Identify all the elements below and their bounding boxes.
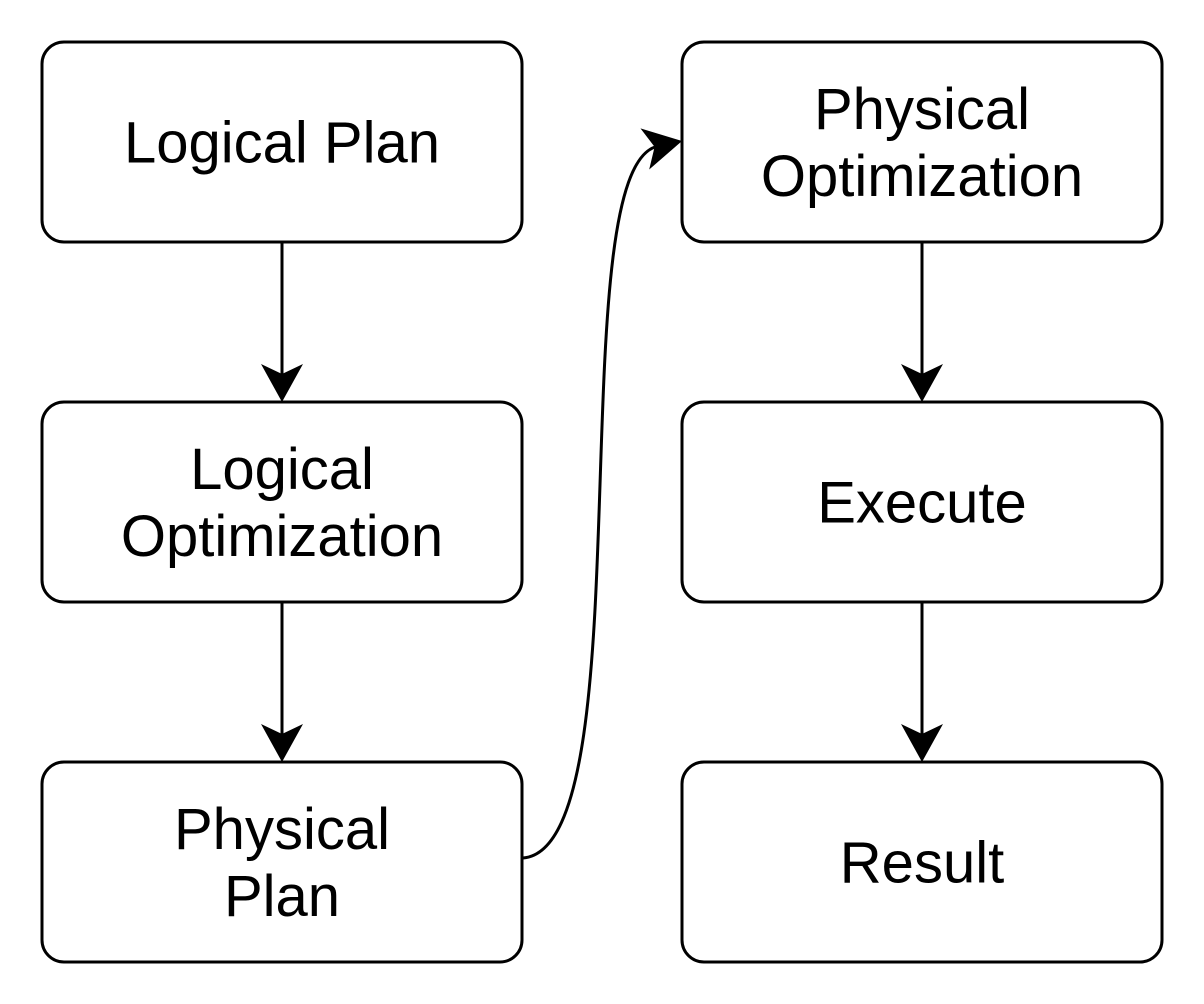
edge-execute-to-result [901, 602, 943, 762]
node-label-line: Logical [190, 437, 374, 502]
arrowhead-icon [261, 724, 303, 762]
edge-physical-plan-to-physical-optimization [522, 128, 682, 860]
node-box-execute [682, 402, 1162, 602]
edge-logical-plan-to-logical-optimization [261, 242, 303, 402]
node-result: Result [682, 762, 1162, 962]
edge-physical-optimization-to-execute [901, 242, 943, 402]
node-label-execute: Execute [817, 470, 1027, 535]
node-label-line: Optimization [121, 504, 443, 569]
node-box-logical-plan [42, 42, 522, 242]
edge-logical-optimization-to-physical-plan [261, 602, 303, 762]
node-label-line: Physical [174, 797, 390, 862]
arrowhead-icon [901, 364, 943, 402]
node-label-line: Plan [224, 864, 340, 929]
arrowhead-icon [901, 724, 943, 762]
node-label-logical-plan: Logical Plan [124, 110, 440, 175]
node-execute: Execute [682, 402, 1162, 602]
node-label-result: Result [840, 830, 1004, 895]
node-label-line: Optimization [761, 144, 1083, 209]
node-logical-plan: Logical Plan [42, 42, 522, 242]
edge-line-physical-plan-to-physical-optimization [522, 145, 656, 860]
node-box-logical-optimization [42, 402, 522, 602]
node-label-line: Logical Plan [124, 110, 440, 175]
node-box-result [682, 762, 1162, 962]
node-label-line: Physical [814, 77, 1030, 142]
node-label-line: Execute [817, 470, 1027, 535]
node-box-physical-optimization [682, 42, 1162, 242]
node-label-line: Result [840, 830, 1004, 895]
node-box-physical-plan [42, 762, 522, 962]
arrowhead-icon [261, 364, 303, 402]
arrowhead-icon [640, 128, 682, 170]
